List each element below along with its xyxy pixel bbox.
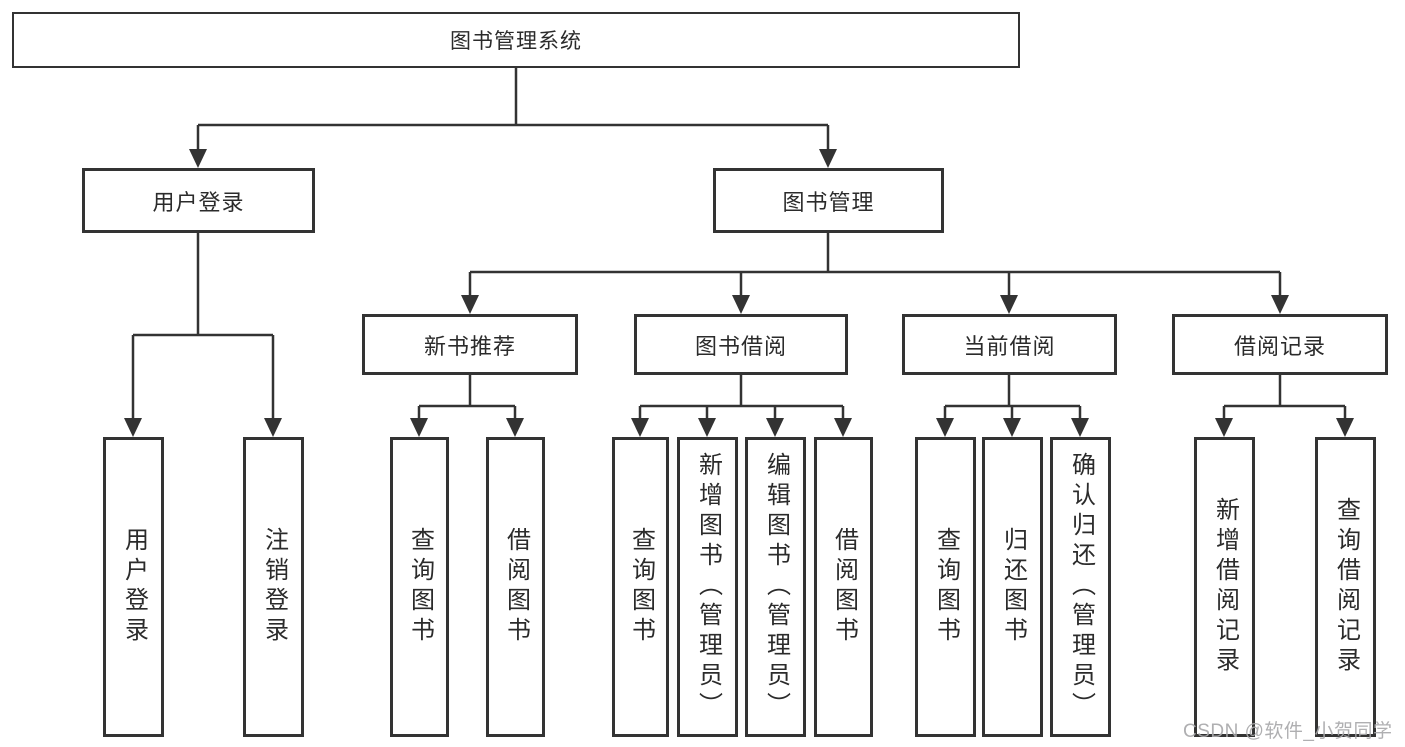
node-add-books-admin-label: 新增图书（管理员） bbox=[694, 452, 722, 722]
node-new-book-recommend: 新书推荐 bbox=[362, 314, 578, 375]
node-book-borrowing: 图书借阅 bbox=[634, 314, 848, 375]
node-borrow-books-recommend-label: 借阅图书 bbox=[502, 527, 530, 647]
node-root-label: 图书管理系统 bbox=[450, 30, 582, 53]
node-logout-leaf: 注销登录 bbox=[243, 437, 304, 737]
node-edit-books-admin: 编辑图书（管理员） bbox=[745, 437, 806, 737]
node-borrow-books-recommend: 借阅图书 bbox=[486, 437, 545, 737]
node-borrowing-records: 借阅记录 bbox=[1172, 314, 1388, 375]
node-query-books-recommend: 查询图书 bbox=[390, 437, 449, 737]
node-borrow-books-borrowing-label: 借阅图书 bbox=[830, 527, 858, 647]
node-add-borrow-record: 新增借阅记录 bbox=[1194, 437, 1255, 737]
node-add-borrow-record-label: 新增借阅记录 bbox=[1211, 497, 1239, 677]
node-query-books-current-label: 查询图书 bbox=[932, 527, 960, 647]
node-query-borrow-record: 查询借阅记录 bbox=[1315, 437, 1376, 737]
node-query-borrow-record-label: 查询借阅记录 bbox=[1332, 497, 1360, 677]
node-user-login-leaf: 用户登录 bbox=[103, 437, 164, 737]
node-borrowing-records-label: 借阅记录 bbox=[1233, 333, 1326, 359]
csdn-watermark: CSDN @软件_小贺同学 bbox=[1183, 721, 1393, 742]
node-book-management: 图书管理 bbox=[713, 168, 944, 233]
node-book-borrowing-label: 图书借阅 bbox=[694, 333, 787, 359]
node-edit-books-admin-label: 编辑图书（管理员） bbox=[762, 452, 790, 722]
node-query-books-current: 查询图书 bbox=[915, 437, 976, 737]
node-current-borrowing: 当前借阅 bbox=[902, 314, 1117, 375]
node-user-login-label: 用户登录 bbox=[152, 189, 245, 215]
node-query-books-borrowing-label: 查询图书 bbox=[627, 527, 655, 647]
node-return-books: 归还图书 bbox=[982, 437, 1043, 737]
node-current-borrowing-label: 当前借阅 bbox=[963, 333, 1056, 359]
node-book-management-label: 图书管理 bbox=[782, 189, 875, 215]
node-return-books-label: 归还图书 bbox=[999, 527, 1027, 647]
node-user-login-leaf-label: 用户登录 bbox=[120, 527, 148, 647]
node-new-book-recommend-label: 新书推荐 bbox=[423, 333, 516, 359]
node-user-login: 用户登录 bbox=[82, 168, 315, 233]
node-confirm-return-admin: 确认归还（管理员） bbox=[1050, 437, 1111, 737]
node-confirm-return-admin-label: 确认归还（管理员） bbox=[1067, 452, 1095, 722]
node-logout-leaf-label: 注销登录 bbox=[260, 527, 288, 647]
node-query-books-recommend-label: 查询图书 bbox=[406, 527, 434, 647]
node-borrow-books-borrowing: 借阅图书 bbox=[814, 437, 873, 737]
node-query-books-borrowing: 查询图书 bbox=[612, 437, 669, 737]
node-add-books-admin: 新增图书（管理员） bbox=[677, 437, 738, 737]
node-root: 图书管理系统 bbox=[12, 12, 1020, 68]
